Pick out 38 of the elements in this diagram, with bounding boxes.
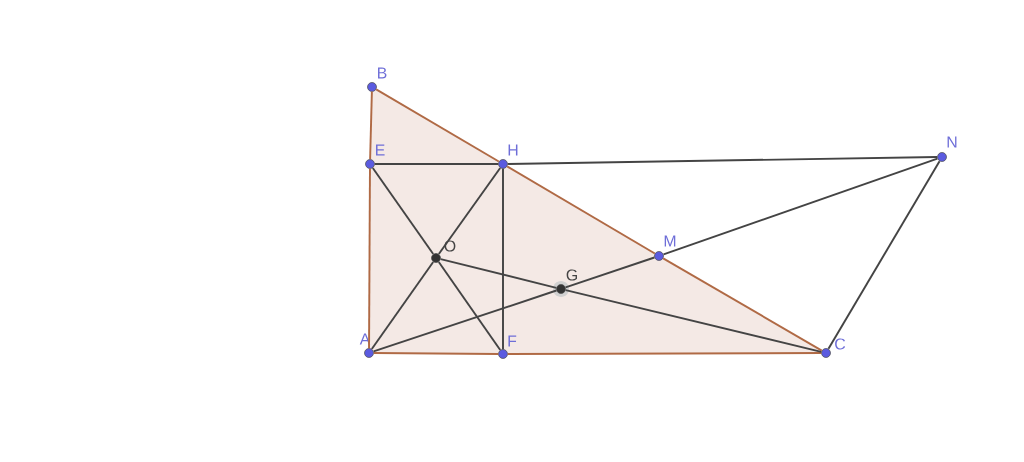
point — [431, 253, 441, 263]
point — [937, 152, 947, 162]
point — [553, 281, 569, 297]
point-label: E — [376, 144, 385, 156]
line-segment — [368, 167, 371, 350]
point-label: N — [947, 136, 957, 148]
point — [364, 348, 374, 358]
line-segment — [370, 261, 435, 350]
line-segment — [506, 165, 656, 255]
line-segment — [662, 157, 939, 256]
line-segment — [369, 90, 373, 161]
line-segment — [372, 289, 558, 353]
line-segment — [375, 88, 500, 163]
point-label: F — [508, 335, 517, 347]
line-segment — [373, 163, 500, 165]
point — [365, 159, 375, 169]
line-segment — [506, 156, 939, 165]
point-label: G — [566, 269, 577, 281]
point-label: C — [835, 338, 846, 350]
point-label: B — [378, 67, 387, 79]
point — [367, 82, 377, 92]
point — [498, 159, 508, 169]
line-segment — [439, 258, 558, 289]
line-segment — [662, 257, 823, 352]
line-segment — [506, 352, 823, 355]
line-segment — [564, 256, 656, 289]
point — [654, 251, 664, 261]
line-segment — [827, 160, 941, 350]
line-segment — [437, 166, 502, 255]
point-label: H — [508, 144, 518, 156]
line-segment — [564, 289, 823, 353]
line-segment — [502, 167, 504, 351]
point — [498, 349, 508, 359]
point — [821, 348, 831, 358]
point-label: M — [664, 235, 676, 247]
line-segment — [371, 167, 435, 255]
line-segment — [437, 261, 502, 351]
line-segment — [372, 352, 500, 355]
